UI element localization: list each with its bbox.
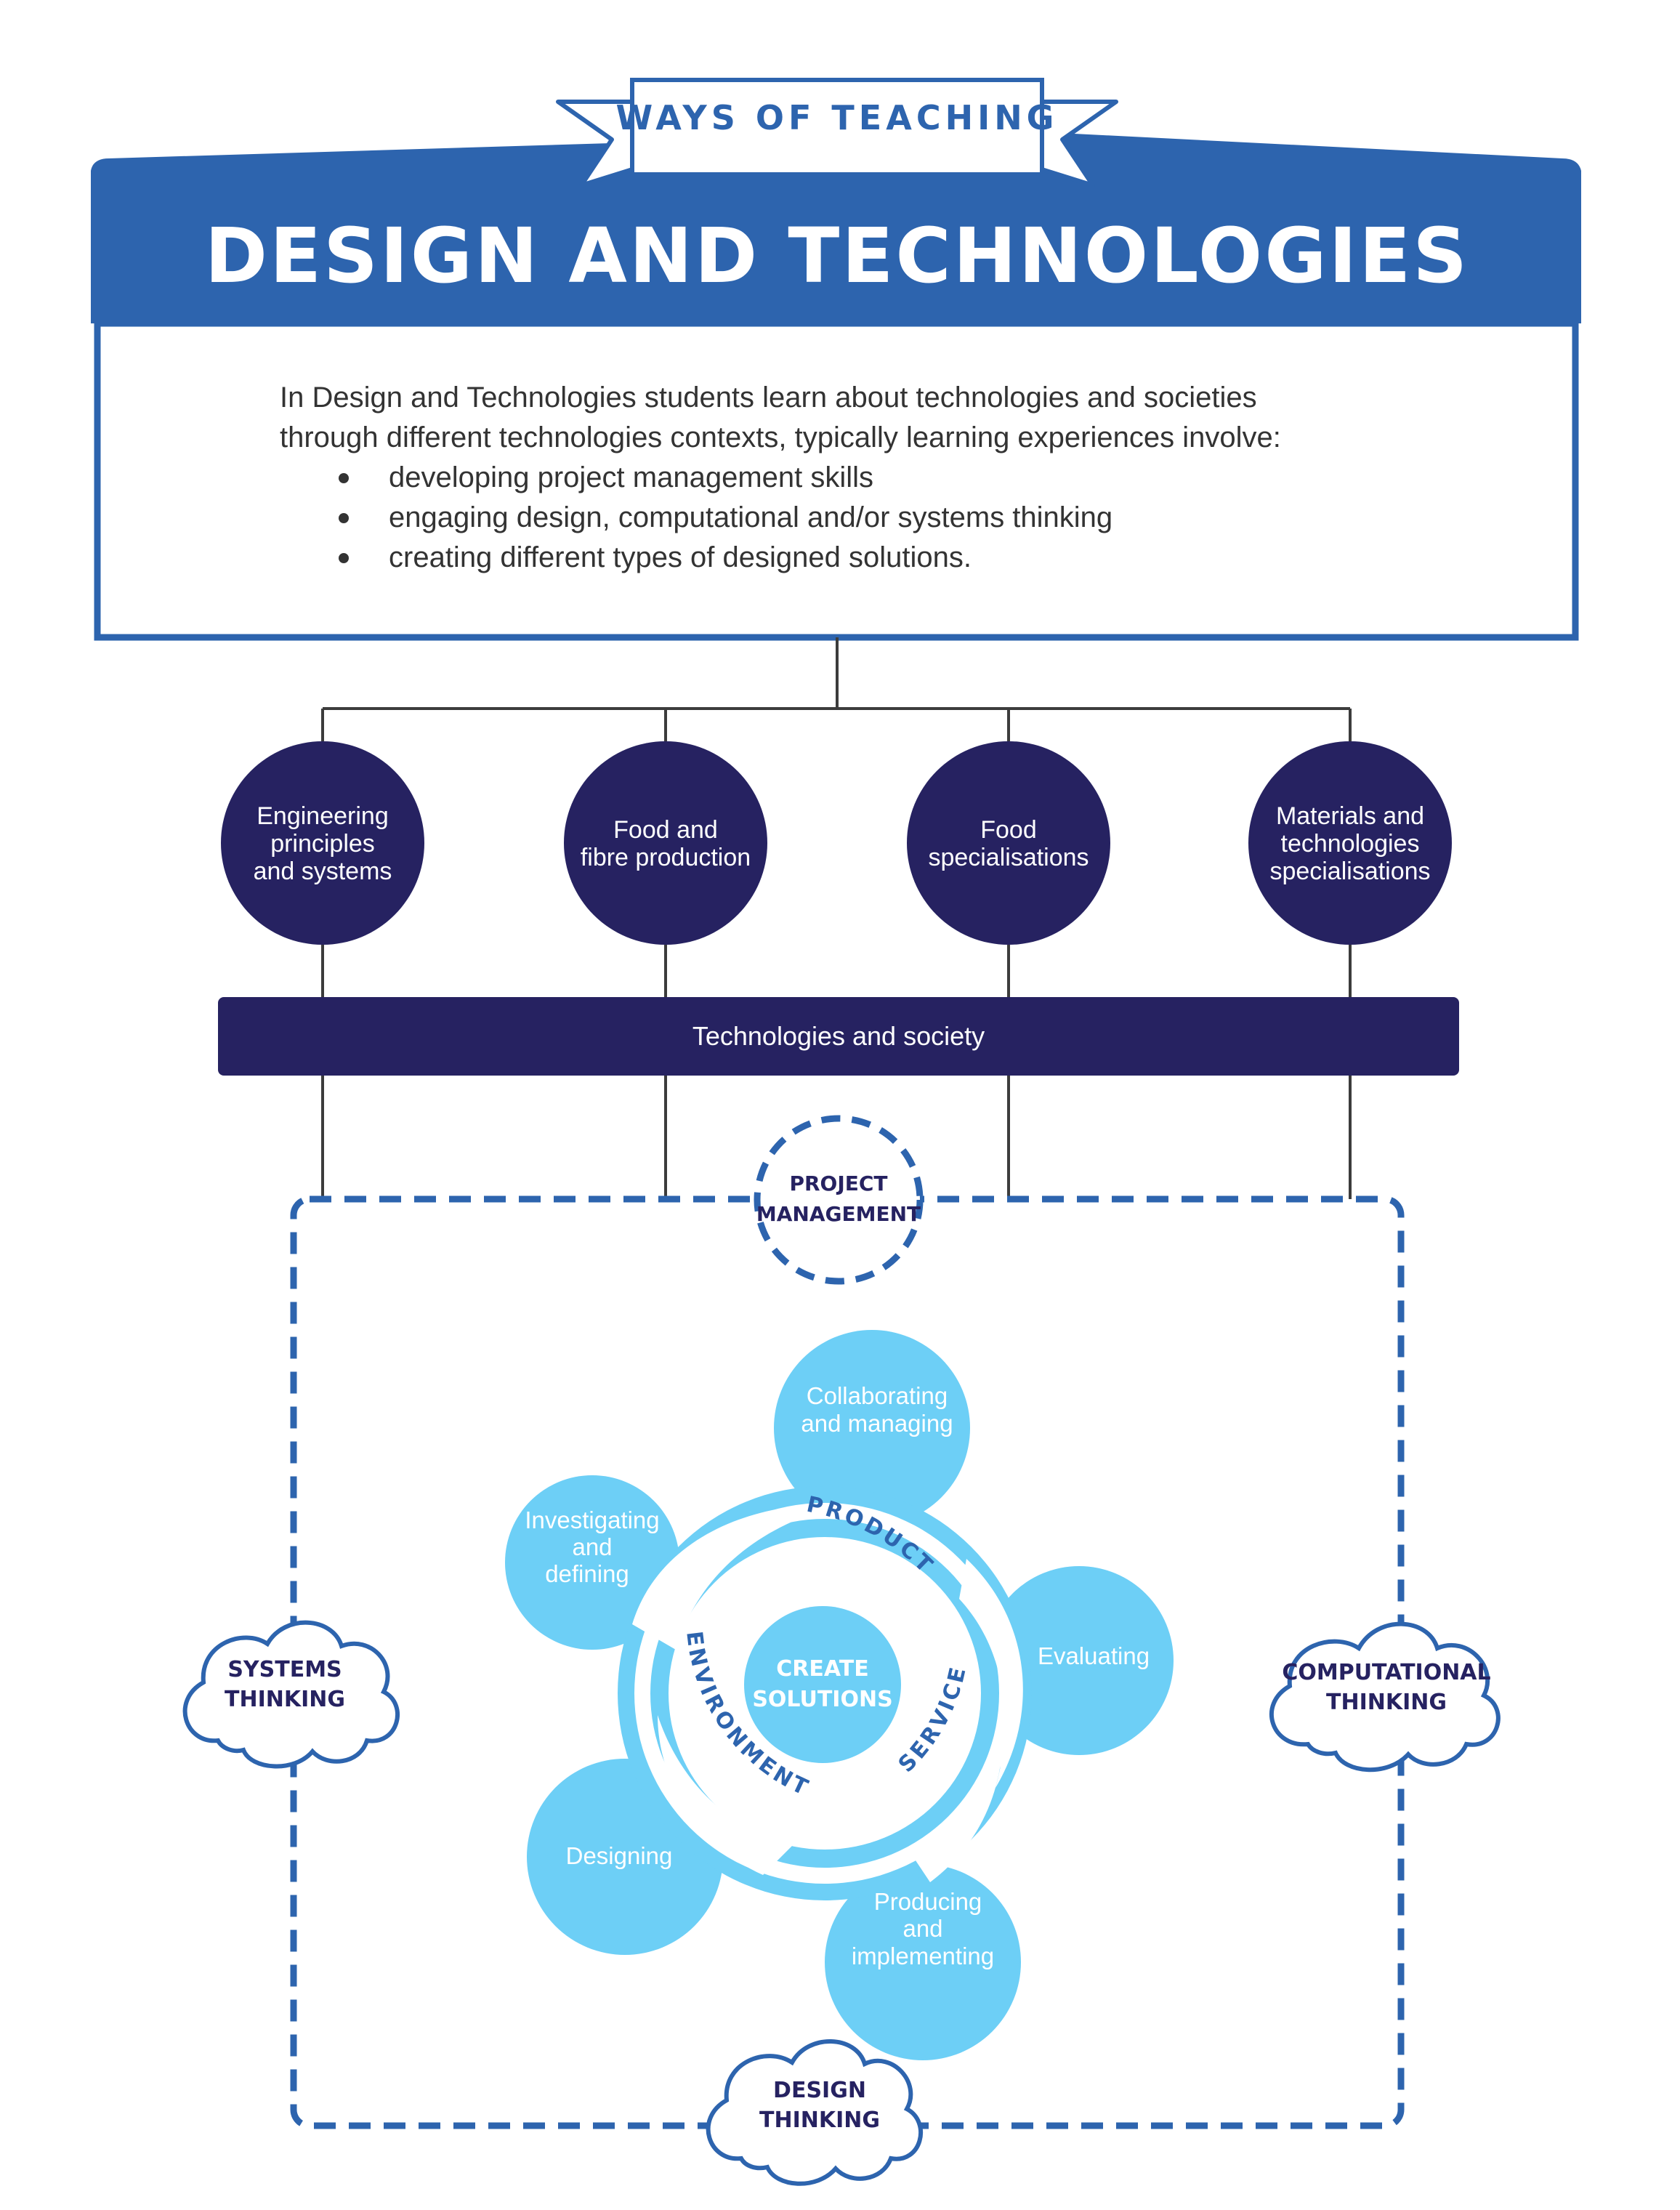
tree-connectors bbox=[321, 637, 1352, 1199]
stage-label: and bbox=[902, 1915, 942, 1942]
stage-label: Producing bbox=[874, 1888, 982, 1915]
society-bar-label: Technologies and society bbox=[692, 1021, 985, 1051]
create-solutions-core bbox=[744, 1606, 901, 1763]
design-thinking-cloud: DESIGN THINKING bbox=[706, 2039, 923, 2186]
technologies-society-bar: Technologies and society bbox=[218, 997, 1459, 1076]
bullet-dot bbox=[339, 473, 349, 483]
intro-bullet-1: developing project management skills bbox=[389, 461, 873, 493]
context-engineering: Engineering principles and systems bbox=[221, 741, 424, 945]
create-solutions-label: CREATE bbox=[776, 1656, 868, 1682]
context-food-specialisations: Food specialisations bbox=[907, 741, 1110, 945]
banner-label: WAYS OF TEACHING bbox=[616, 98, 1059, 137]
stage-label: Collaborating bbox=[807, 1382, 948, 1409]
intro-bullet-2: engaging design, computational and/or sy… bbox=[389, 501, 1112, 533]
page-title: DESIGN AND TECHNOLOGIES bbox=[205, 211, 1469, 300]
design-thinking-label: DESIGN bbox=[773, 2078, 866, 2103]
stage-label: Evaluating bbox=[1038, 1642, 1150, 1669]
stage-collaborating bbox=[774, 1330, 970, 1526]
context-label: Food and bbox=[613, 816, 718, 844]
intro-bullet-3: creating different types of designed sol… bbox=[389, 541, 972, 573]
stage-producing bbox=[825, 1864, 1021, 2060]
intro-text: In Design and Technologies students lear… bbox=[280, 382, 1281, 573]
context-label: Materials and bbox=[1276, 802, 1424, 830]
systems-thinking-label: THINKING bbox=[225, 1687, 345, 1712]
context-label: fibre production bbox=[581, 844, 751, 871]
project-management-node: PROJECT MANAGEMENT bbox=[754, 1115, 924, 1285]
computational-thinking-label: THINKING bbox=[1326, 1690, 1447, 1715]
context-label: principles bbox=[270, 830, 375, 858]
create-solutions-label: SOLUTIONS bbox=[752, 1687, 892, 1712]
context-label: and systems bbox=[254, 858, 392, 885]
stage-label: and managing bbox=[801, 1410, 953, 1437]
ways-of-teaching-banner: WAYS OF TEACHING bbox=[556, 78, 1118, 187]
process-cycle: CREATE SOLUTIONS PRODUCT ENVIRONMENT SER… bbox=[505, 1330, 1174, 2060]
stage-label: defining bbox=[545, 1560, 629, 1587]
context-label: specialisations bbox=[1269, 858, 1430, 885]
systems-thinking-label: SYSTEMS bbox=[227, 1657, 342, 1682]
project-management-label: MANAGEMENT bbox=[756, 1202, 921, 1226]
context-food-fibre: Food and fibre production bbox=[564, 741, 767, 945]
intro-line-2: through different technologies contexts,… bbox=[280, 422, 1281, 453]
context-label: Food bbox=[980, 816, 1037, 844]
bullet-dot bbox=[339, 553, 349, 563]
computational-thinking-label: COMPUTATIONAL bbox=[1282, 1660, 1490, 1685]
header-cap bbox=[91, 131, 1581, 323]
context-label: specialisations bbox=[928, 844, 1089, 871]
design-thinking-label: THINKING bbox=[759, 2108, 880, 2133]
context-circles: Engineering principles and systems Food … bbox=[221, 741, 1452, 945]
computational-thinking-cloud: COMPUTATIONAL THINKING bbox=[1269, 1621, 1501, 1773]
intro-line-1: In Design and Technologies students lear… bbox=[280, 382, 1257, 414]
stage-label: and bbox=[572, 1533, 612, 1560]
bullet-dot bbox=[339, 513, 349, 523]
context-label: technologies bbox=[1281, 830, 1420, 858]
stage-label: implementing bbox=[852, 1943, 994, 1969]
project-management-label: PROJECT bbox=[789, 1171, 887, 1195]
context-materials: Materials and technologies specialisatio… bbox=[1248, 741, 1452, 945]
stage-investigating bbox=[505, 1475, 679, 1650]
stage-label: Investigating bbox=[525, 1507, 659, 1533]
stage-evaluating bbox=[985, 1566, 1174, 1755]
systems-thinking-cloud: SYSTEMS THINKING bbox=[182, 1620, 400, 1769]
stage-label: Designing bbox=[566, 1842, 673, 1869]
context-label: Engineering bbox=[257, 802, 388, 830]
